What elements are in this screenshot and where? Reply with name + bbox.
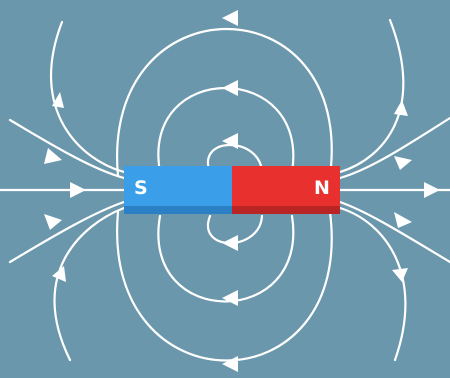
field-loop-bottom-middle xyxy=(158,216,293,302)
field-loop-top-outer xyxy=(117,29,332,176)
bar-magnet: S N xyxy=(124,166,340,214)
field-line-right-top xyxy=(340,20,403,172)
south-pole-shadow xyxy=(124,206,232,214)
north-pole-label: N xyxy=(314,177,330,199)
arrow-icon xyxy=(222,356,238,372)
arrow-icon xyxy=(222,290,238,306)
south-pole-label: S xyxy=(134,177,148,199)
arrow-icon xyxy=(222,235,238,251)
field-loop-top-middle xyxy=(158,88,293,172)
arrow-icon xyxy=(222,80,238,96)
arrow-icon xyxy=(392,268,408,282)
arrow-icon xyxy=(222,133,238,149)
arrow-icon xyxy=(70,182,86,198)
field-line-left-upper xyxy=(10,120,124,178)
arrow-icon xyxy=(424,182,440,198)
arrow-icon xyxy=(394,156,412,170)
arrow-icon xyxy=(394,100,408,116)
arrow-icon xyxy=(52,266,66,282)
arrow-icon xyxy=(222,10,238,26)
arrow-icon xyxy=(44,214,62,230)
arrow-icon xyxy=(394,212,412,228)
field-line-right-lower xyxy=(340,202,450,262)
field-loop-bottom-outer xyxy=(117,212,332,361)
arrow-icon xyxy=(44,148,62,164)
north-pole-shadow xyxy=(232,206,340,214)
